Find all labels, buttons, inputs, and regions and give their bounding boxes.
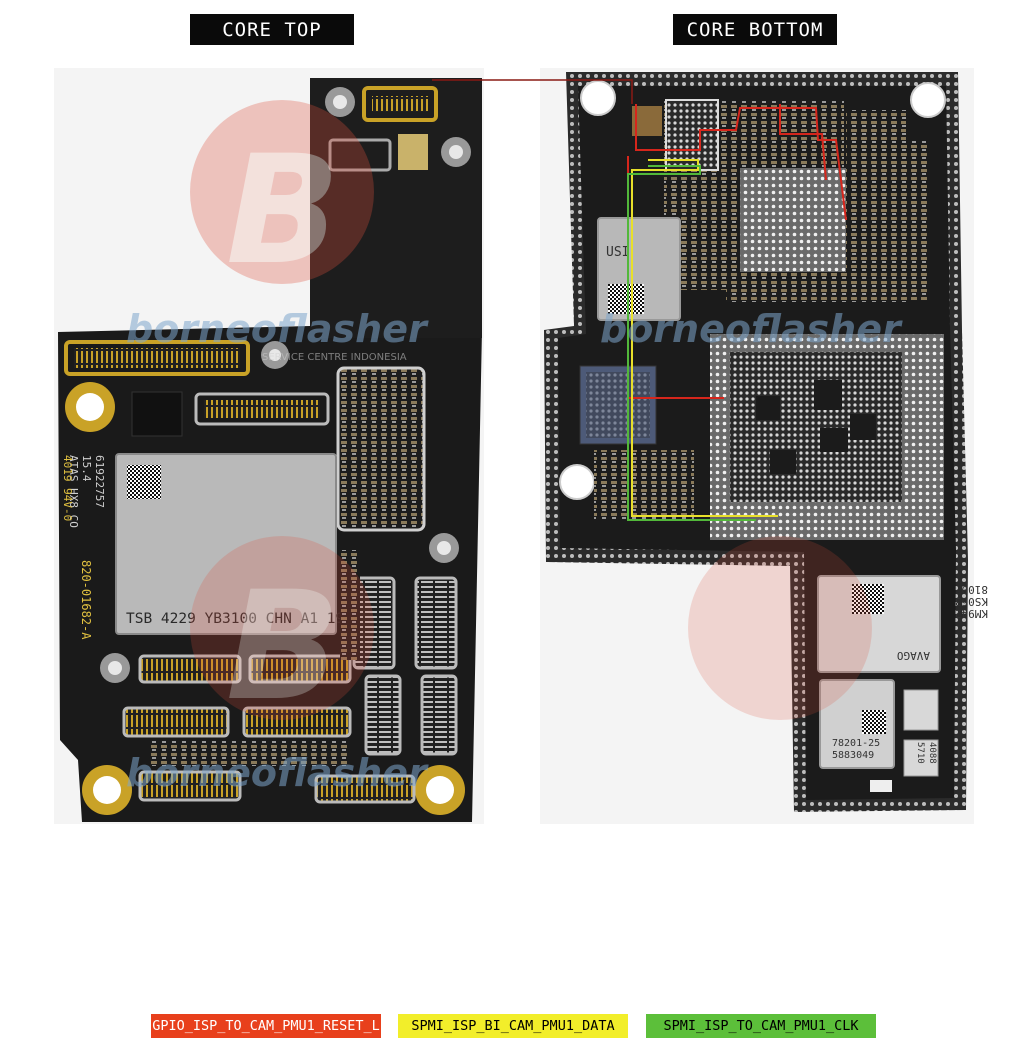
reset-trace-3 [779,104,827,181]
svg-text:B: B [226,124,340,298]
core-bottom-title: CORE BOTTOM [673,14,837,45]
reset-trace [635,104,847,221]
watermark: B B borneoflasher borneoflasher borneofl… [126,100,903,795]
data-trace [631,159,778,517]
nand-marking: TSB 4229 YB3100 CHN A1 1947 [126,611,362,627]
svg-text:B: B [226,560,340,734]
chip-avago-label: AVAGO [897,649,930,662]
silk-serial: 61922757 [93,455,106,508]
legend-reset: GPIO_ISP_TO_CAM_PMU1_RESET_L [151,1014,381,1038]
silk-standard: ATAS HX8 CO [67,455,80,528]
watermark-brand-right: borneoflasher [600,307,903,351]
core-top-title: CORE TOP [190,14,354,45]
signal-traces [432,79,847,521]
legend-clock-label: SPMI_ISP_TO_CAM_PMU1_CLK [663,1018,859,1034]
silk-board-number: 820-01682-A [79,560,93,640]
clock-trace [627,165,756,521]
legend-data-label: SPMI_ISP_BI_CAM_PMU1_DATA [411,1018,615,1034]
reset-trace-link [432,79,633,104]
chip-km-label: KM942 [955,607,988,620]
chip-5710-label: 5710 [915,742,925,764]
legend-reset-label: GPIO_ISP_TO_CAM_PMU1_RESET_L [152,1018,380,1034]
watermark-sub: SERVICE CENTRE INDONESIA [262,352,407,363]
chip-8100-label: 8100 [962,583,989,596]
legend-clock: SPMI_ISP_TO_CAM_PMU1_CLK [646,1014,876,1038]
watermark-logo-bottom [190,536,374,720]
chip-usi-label: USI [606,245,629,260]
watermark-brand-bottom: borneoflasher [126,751,429,795]
chip-78201-label: 78201-25 [832,738,880,749]
chip-ks-label: KS063 [955,595,988,608]
core-top-board: TSB 4229 YB3100 CHN A1 1947 61922757 15.… [54,68,484,824]
core-bottom-board: USI KM942 KS063 8100 AVAGO 78201-25 5883… [540,68,988,824]
watermark-logo-top [190,100,374,284]
watermark-brand-top: borneoflasher [126,307,429,351]
silk-version: 15.4 [80,455,93,482]
silk-rating: 4019 94V-0 [61,455,74,521]
chip-4088-label: 4088 [927,742,937,764]
legend-data: SPMI_ISP_BI_CAM_PMU1_DATA [398,1014,628,1038]
chip-5883049-label: 5883049 [832,750,874,761]
watermark-logo-right [688,536,872,720]
